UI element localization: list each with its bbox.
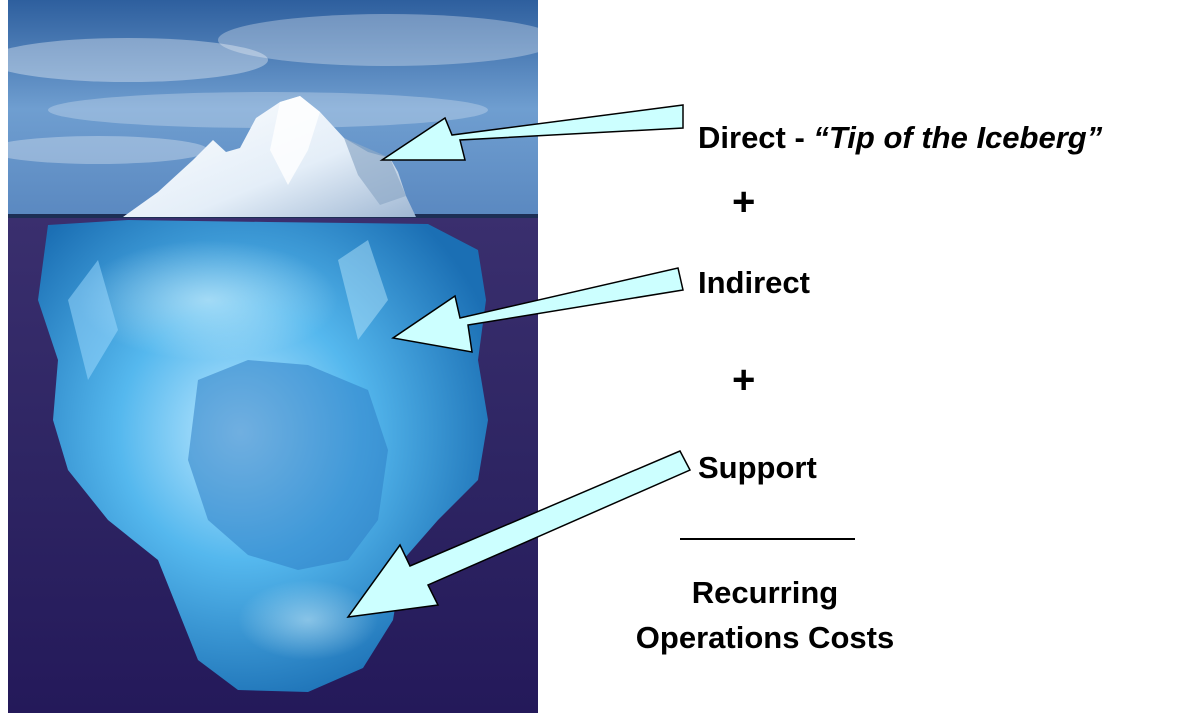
plus-sign-2: +: [732, 358, 756, 402]
sum-divider-line: [680, 538, 855, 540]
iceberg-photo: [8, 0, 538, 713]
label-direct-quote: “Tip of the Iceberg”: [813, 120, 1103, 155]
plus-sign-1: +: [732, 180, 756, 224]
label-indirect: Indirect: [698, 265, 810, 300]
arrow-direct: [379, 104, 684, 161]
arrow-support: [346, 450, 692, 618]
label-direct-text: Direct -: [698, 120, 814, 155]
label-total-line2: Operations Costs: [635, 620, 895, 655]
arrow-indirect: [391, 267, 684, 353]
label-support: Support: [698, 450, 817, 485]
label-total-line1: Recurring: [691, 575, 839, 610]
label-direct: Direct - “Tip of the Iceberg”: [698, 120, 1102, 156]
label-total: Recurring Operations Costs: [615, 570, 915, 660]
